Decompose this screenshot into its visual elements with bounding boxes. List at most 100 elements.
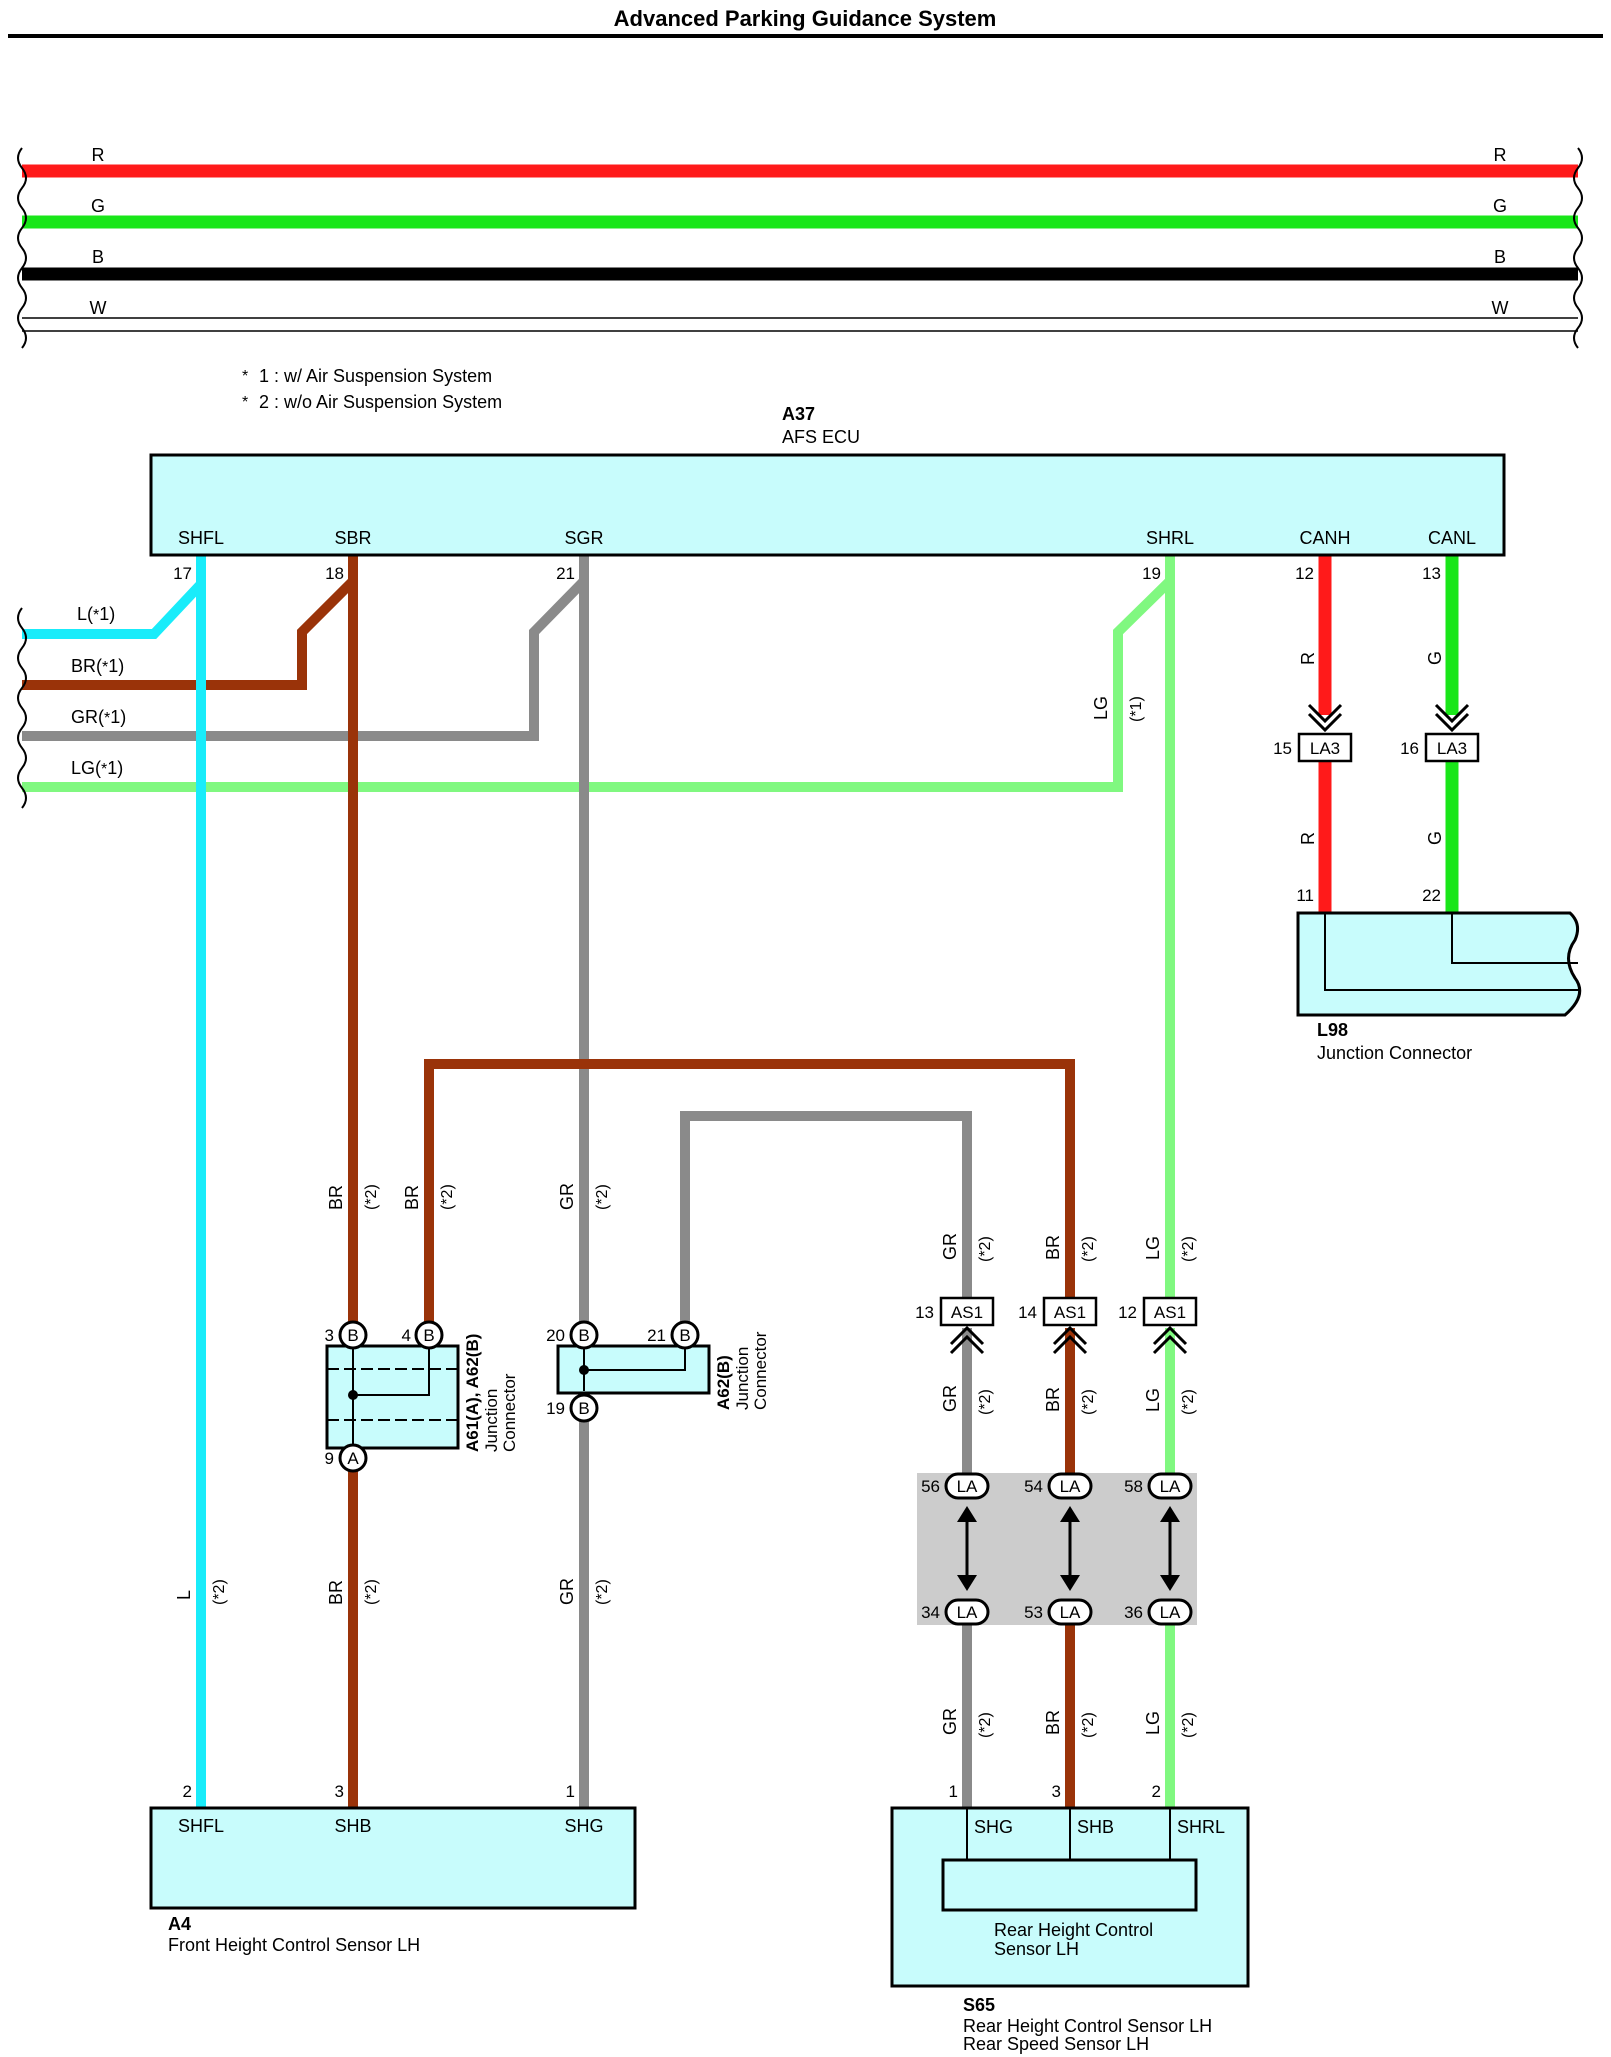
- wire-note: (*2): [977, 1712, 994, 1738]
- wire-tag-can-g: G: [1425, 831, 1445, 845]
- pin-number: 3: [325, 1326, 334, 1345]
- la3-pin: 15: [1273, 739, 1292, 758]
- wire-note: (*2): [1180, 1712, 1197, 1738]
- connector-arrow: [949, 1325, 985, 1346]
- front-sensor-pin: 3: [335, 1782, 344, 1801]
- rear-sensor-inner-label: Rear Height Control: [994, 1920, 1153, 1940]
- la-pill: [944, 1598, 990, 1626]
- pin-letter: B: [679, 1326, 690, 1345]
- l98-code: L98: [1317, 1020, 1348, 1040]
- rear-sensor-pin: 3: [1052, 1782, 1061, 1801]
- connector-arrow: [1152, 1325, 1188, 1346]
- la-arrow-head: [957, 1575, 977, 1591]
- note-text: 2 : w/o Air Suspension System: [259, 392, 502, 412]
- front-sensor-terminal: SHB: [334, 1816, 371, 1836]
- bus-label-right: W: [1492, 298, 1509, 318]
- la3-box: [1297, 732, 1353, 763]
- la-pill: [1047, 1598, 1093, 1626]
- wire-tag: LG: [1143, 1388, 1163, 1412]
- branch-label-lg: LG(*1): [71, 758, 123, 778]
- la-pill: [1147, 1598, 1193, 1626]
- connector-arrow: [949, 1334, 985, 1355]
- wire-tag-can-r: R: [1298, 832, 1318, 845]
- la-label: LA: [1060, 1603, 1081, 1622]
- connector-arrow: [1434, 703, 1470, 724]
- l98-internal-line: [1451, 913, 1578, 964]
- as1-box: [939, 1296, 995, 1327]
- la-pill: [944, 1472, 990, 1500]
- wire-tag-can-g: G: [1425, 651, 1445, 665]
- bus-break-right: [1573, 147, 1583, 349]
- junction-a62: B 20 B 21 B 19 A62(B) Junction Connector: [546, 1320, 770, 1423]
- front-sensor-pin: 2: [183, 1782, 192, 1801]
- as1-box: [1042, 1296, 1098, 1327]
- wire-tag: LG: [1143, 1236, 1163, 1260]
- wire-note: (*2): [211, 1579, 228, 1605]
- la-double-arrows: [957, 1506, 1180, 1591]
- pin-circle: [338, 1320, 368, 1350]
- la-label: LA: [1160, 1603, 1181, 1622]
- connector-arrow: [1307, 712, 1343, 733]
- ecu-terminal: CANH: [1299, 528, 1350, 548]
- la-label: LA: [957, 1603, 978, 1622]
- branch-label-br: BR(*1): [71, 656, 124, 676]
- wire-tag: BR: [1043, 1710, 1063, 1735]
- bus-break-left: [17, 147, 27, 349]
- wire-note: (*2): [1080, 1712, 1097, 1738]
- wire-note: (*2): [594, 1579, 611, 1605]
- rear-sensor-code: S65: [963, 1995, 995, 2015]
- wire-note: (*2): [363, 1184, 380, 1210]
- la-label: LA: [1160, 1477, 1181, 1496]
- la-pin: 36: [1124, 1603, 1143, 1622]
- afs-ecu: A37 AFS ECU SHFL SBR SGR SHRL CANH CANL …: [149, 404, 1506, 583]
- ecu-pin: 12: [1295, 564, 1314, 583]
- ecu-terminal: SGR: [564, 528, 603, 548]
- l98-junction: L98 Junction Connector: [1296, 911, 1582, 1063]
- wire-tag: BR: [402, 1185, 422, 1210]
- wire-tag: BR: [1043, 1235, 1063, 1260]
- connector-arrow: [1152, 1334, 1188, 1355]
- wire-tag: GR: [940, 1708, 960, 1735]
- ecu-pin: 17: [173, 564, 192, 583]
- as1-label: AS1: [1154, 1303, 1186, 1322]
- branch-break-left: [17, 607, 27, 809]
- junction-a61: B 3 B 4 A 9 A61(A), A62(B) Junction Conn…: [325, 1320, 519, 1473]
- la-pin: 53: [1024, 1603, 1043, 1622]
- pin-circle: [414, 1320, 444, 1350]
- wire-tag: GR: [940, 1233, 960, 1260]
- rear-sensor-terminal: SHG: [974, 1817, 1013, 1837]
- wire-tag: L: [174, 1590, 194, 1600]
- note-mark: *: [242, 394, 248, 411]
- la-arrow-head: [957, 1506, 977, 1522]
- wire-tag-can-r: R: [1298, 652, 1318, 665]
- wire-note: (*2): [363, 1579, 380, 1605]
- rear-sensor-pin: 1: [949, 1782, 958, 1801]
- bus-label-left: R: [92, 145, 105, 165]
- page-title: Advanced Parking Guidance System: [614, 6, 997, 31]
- a61-box: [325, 1344, 460, 1450]
- ecu-pin: 18: [325, 564, 344, 583]
- la3-pin: 16: [1400, 739, 1419, 758]
- bus-label-left: B: [92, 247, 104, 267]
- front-sensor-pin: 1: [566, 1782, 575, 1801]
- bus-label-left: W: [90, 298, 107, 318]
- ecu-terminal: CANL: [1428, 528, 1476, 548]
- front-sensor-terminal: SHG: [564, 1816, 603, 1836]
- bus-label-right: R: [1494, 145, 1507, 165]
- notes: * 1 : w/ Air Suspension System * 2 : w/o…: [242, 366, 502, 412]
- note-mark: *: [242, 368, 248, 385]
- l98-name: Junction Connector: [1317, 1043, 1472, 1063]
- junction-pin: 11: [1296, 886, 1314, 905]
- front-sensor-terminal: SHFL: [178, 1816, 224, 1836]
- pin-circle: [569, 1320, 599, 1350]
- wire-tag-lg-upper: LG: [1091, 696, 1111, 720]
- pin-number: 4: [402, 1326, 411, 1345]
- connector-arrow: [1307, 703, 1343, 724]
- bus-label-left: G: [91, 196, 105, 216]
- la-pin: 58: [1124, 1477, 1143, 1496]
- pin-letter: B: [347, 1326, 358, 1345]
- la-label: LA: [1060, 1477, 1081, 1496]
- la-pill: [1147, 1472, 1193, 1500]
- front-sensor-name: Front Height Control Sensor LH: [168, 1935, 420, 1955]
